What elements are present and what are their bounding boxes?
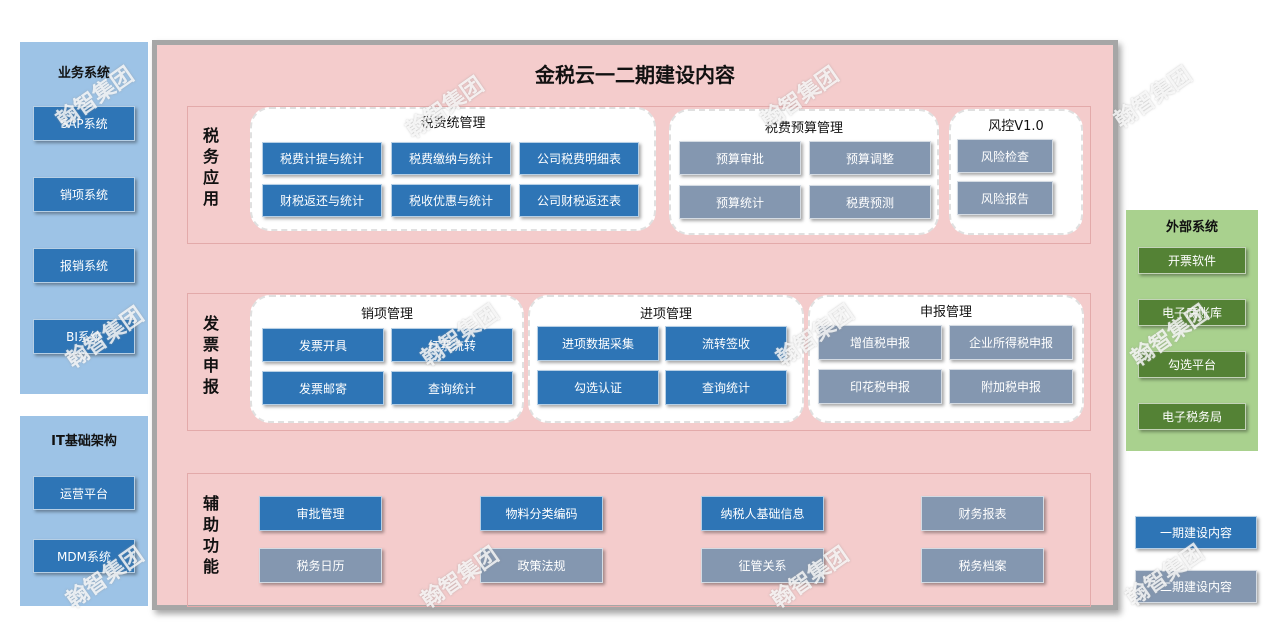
policy-regulations-button[interactable]: 政策法规 [480, 548, 603, 583]
company-tax-detail-button[interactable]: 公司税费明细表 [519, 142, 639, 175]
watermark: 翰智集团 [1110, 62, 1197, 134]
budget-approval-button[interactable]: 预算审批 [679, 141, 801, 175]
corporate-income-tax-button[interactable]: 企业所得税申报 [949, 325, 1073, 360]
company-refund-table-button[interactable]: 公司财税返还表 [519, 184, 639, 217]
input-query-stats-button[interactable]: 查询统计 [665, 370, 787, 405]
invoice-issue-button[interactable]: 发票开具 [262, 328, 384, 362]
budget-adjust-button[interactable]: 预算调整 [809, 141, 931, 175]
tax-fee-management-card: 税费统管理 税费计提与统计 税费缴纳与统计 公司税费明细表 财税返还与统计 税收… [250, 107, 656, 231]
tax-forecast-button[interactable]: 税费预测 [809, 185, 931, 219]
ops-platform-button[interactable]: 运营平台 [33, 476, 135, 510]
input-management-card: 进项管理 进项数据采集 流转签收 勾选认证 查询统计 [528, 295, 804, 423]
tax-accrual-button[interactable]: 税费计提与统计 [262, 142, 382, 175]
bi-system-button[interactable]: BI系统 [33, 319, 135, 354]
it-infrastructure-title: IT基础架构 [51, 434, 117, 449]
stamp-tax-button[interactable]: 印花税申报 [818, 369, 942, 404]
material-coding-button[interactable]: 物料分类编码 [480, 496, 603, 531]
tax-budget-card: 税费预算管理 预算审批 预算调整 预算统计 税费预测 [669, 109, 939, 235]
external-systems-panel: 外部系统 开票软件 电子底账库 勾选平台 电子税务局 [1126, 210, 1258, 451]
tax-archive-button[interactable]: 税务档案 [921, 548, 1044, 583]
tax-calendar-button[interactable]: 税务日历 [259, 548, 382, 583]
risk-report-button[interactable]: 风险报告 [957, 181, 1053, 215]
vat-declaration-button[interactable]: 增值税申报 [818, 325, 942, 360]
e-ledger-button[interactable]: 电子底账库 [1138, 299, 1246, 326]
business-systems-panel: 业务系统 SAP系统 销项系统 报销系统 BI系统 [20, 42, 148, 394]
mdm-system-button[interactable]: MDM系统 [33, 539, 135, 573]
budget-stats-button[interactable]: 预算统计 [679, 185, 801, 219]
reimbursement-system-button[interactable]: 报销系统 [33, 248, 135, 283]
tax-application-section [187, 106, 1091, 244]
check-platform-button[interactable]: 勾选平台 [1138, 351, 1246, 378]
tax-application-label: 税务应用 [202, 126, 219, 208]
sales-query-stats-button[interactable]: 查询统计 [391, 371, 513, 405]
sap-system-button[interactable]: SAP系统 [33, 106, 135, 141]
invoice-declaration-label: 发票申报 [202, 314, 219, 396]
invoicing-software-button[interactable]: 开票软件 [1138, 247, 1246, 274]
collection-relation-button[interactable]: 征管关系 [701, 548, 824, 583]
declaration-management-title: 申报管理 [919, 305, 972, 320]
e-tax-bureau-button[interactable]: 电子税务局 [1138, 403, 1246, 430]
tax-incentive-button[interactable]: 税收优惠与统计 [391, 184, 511, 217]
sales-system-button[interactable]: 销项系统 [33, 177, 135, 212]
financial-report-button[interactable]: 财务报表 [921, 496, 1044, 531]
sales-management-title: 销项管理 [360, 307, 413, 322]
auxiliary-section [187, 473, 1091, 607]
surcharge-tax-button[interactable]: 附加税申报 [949, 369, 1073, 404]
invoice-declaration-section [187, 293, 1091, 431]
tax-budget-title: 税费预算管理 [764, 121, 843, 136]
legend-phase2: 二期建设内容 [1135, 570, 1257, 603]
main-content-panel: 金税云一二期建设内容 税务应用 税费统管理 税费计提与统计 税费缴纳与统计 公司… [152, 40, 1118, 610]
risk-control-title: 风控V1.0 [988, 119, 1044, 134]
taxpayer-info-button[interactable]: 纳税人基础信息 [701, 496, 824, 531]
check-certification-button[interactable]: 勾选认证 [537, 370, 659, 405]
risk-check-button[interactable]: 风险检查 [957, 139, 1053, 173]
main-title: 金税云一二期建设内容 [535, 63, 735, 87]
business-systems-title: 业务系统 [57, 66, 110, 81]
tax-refund-button[interactable]: 财税返还与统计 [262, 184, 382, 217]
tax-fee-management-title: 税费统管理 [420, 116, 486, 131]
legend-phase1: 一期建设内容 [1135, 516, 1257, 549]
it-infrastructure-panel: IT基础架构 运营平台 MDM系统 [20, 416, 148, 606]
declaration-management-card: 申报管理 增值税申报 企业所得税申报 印花税申报 附加税申报 [808, 295, 1084, 423]
invoice-mailing-button[interactable]: 发票邮寄 [262, 371, 384, 405]
approval-management-button[interactable]: 审批管理 [259, 496, 382, 531]
tax-payment-button[interactable]: 税费缴纳与统计 [391, 142, 511, 175]
input-management-title: 进项管理 [639, 307, 692, 322]
red-invoice-transfer-button[interactable]: 红票流转 [391, 328, 513, 362]
input-data-collection-button[interactable]: 进项数据采集 [537, 326, 659, 361]
external-systems-title: 外部系统 [1165, 220, 1218, 235]
sales-management-card: 销项管理 发票开具 红票流转 发票邮寄 查询统计 [250, 295, 524, 423]
transfer-receipt-button[interactable]: 流转签收 [665, 326, 787, 361]
risk-control-card: 风控V1.0 风险检查 风险报告 [949, 109, 1083, 235]
auxiliary-label: 辅助功能 [202, 494, 219, 576]
